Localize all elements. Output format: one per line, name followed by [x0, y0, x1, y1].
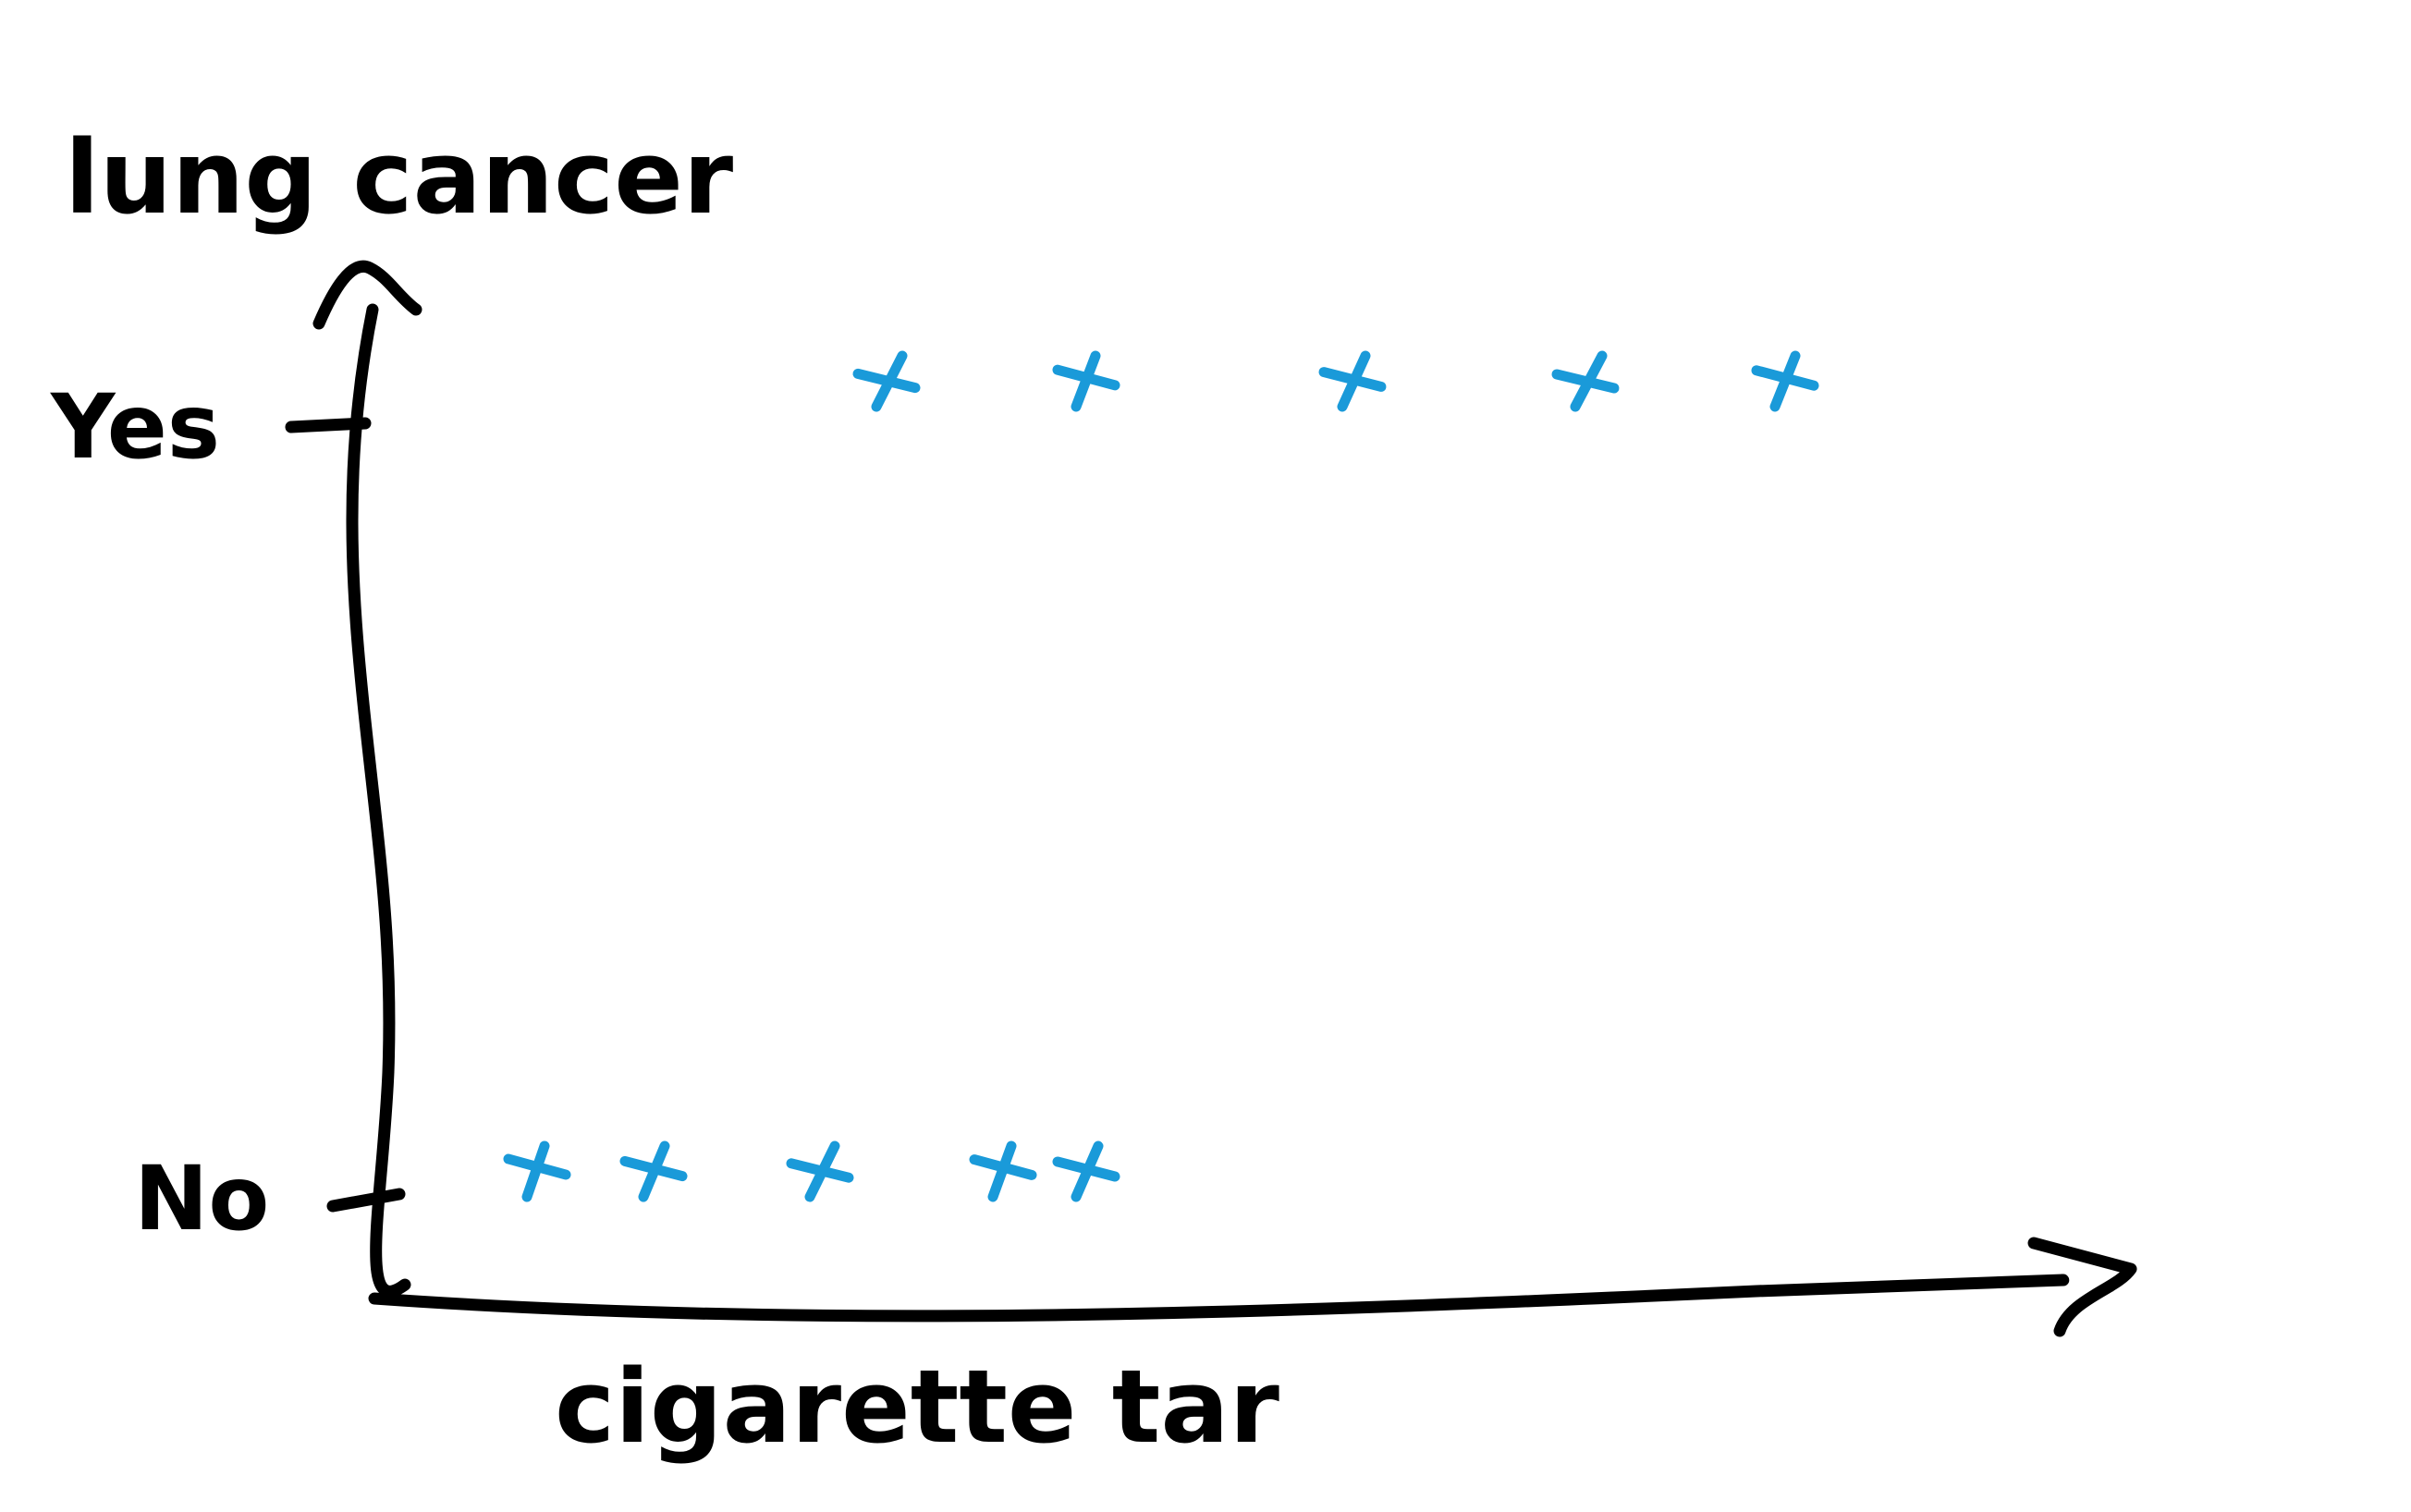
data-point [1052, 1140, 1120, 1202]
x-axis-arrow [2027, 1237, 2137, 1337]
y-axis-line [346, 303, 411, 1298]
y-tick-label-no: No [134, 1147, 269, 1250]
data-point [1052, 350, 1120, 412]
data-point [786, 1140, 854, 1202]
y-axis-hook [312, 260, 422, 330]
data-point [619, 1140, 688, 1202]
x-axis-label: cigarette tar [555, 1347, 1279, 1466]
data-point [1751, 350, 1819, 412]
data-point [503, 1140, 571, 1202]
y-axis-label: lung cancer [65, 118, 733, 237]
data-point [1318, 350, 1387, 412]
data-point [969, 1140, 1037, 1202]
y-tick-label-yes: Yes [50, 375, 220, 479]
data-points [503, 350, 1819, 1202]
data-point [1551, 350, 1620, 412]
y-tick-no [326, 1188, 406, 1213]
y-tick-yes [285, 417, 372, 433]
data-point [852, 350, 921, 412]
x-axis-line [368, 1274, 2070, 1323]
